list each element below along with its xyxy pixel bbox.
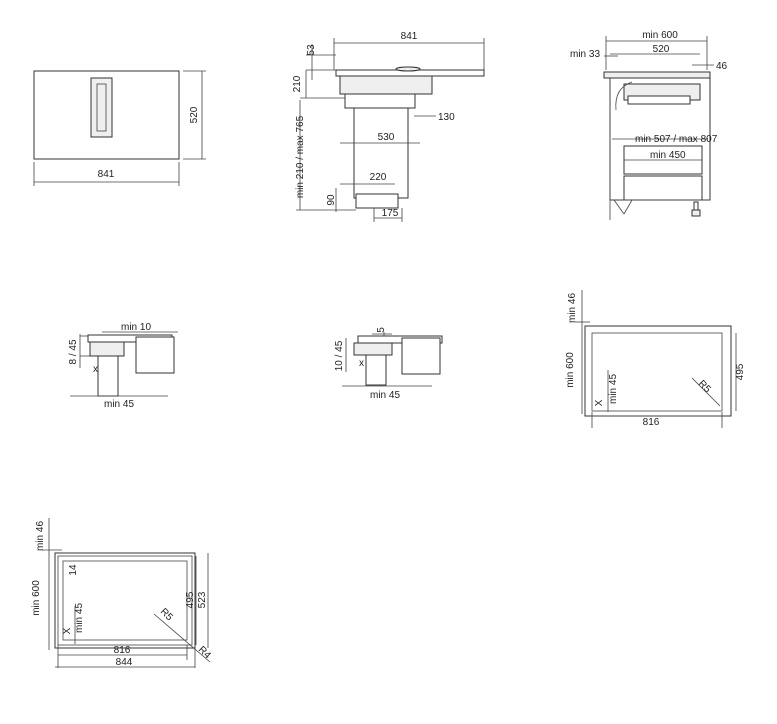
- cutout-a-depth-label: min 600: [565, 352, 576, 388]
- left-gap-label: min 33: [570, 49, 600, 60]
- cutout-a-top-label: min 46: [567, 293, 578, 323]
- cutout-b-inner: [62, 560, 188, 641]
- cutout-b-x-label: X: [62, 627, 73, 634]
- cutout-a-height-label: 495: [735, 363, 746, 380]
- detail-b-top-label: 5: [376, 327, 387, 333]
- width-label: 841: [98, 169, 115, 180]
- cutout-a-x-label: X: [594, 399, 605, 406]
- detail-a-bottom-label: min 45: [104, 399, 134, 410]
- cutout-a-outer: [584, 325, 732, 417]
- glass-label: 53: [306, 44, 317, 56]
- cutout-b-edge-label: min 45: [74, 603, 85, 633]
- detail-a: min 10 8 / 45 x min 45: [68, 322, 178, 410]
- top-view: 520 841: [33, 70, 206, 186]
- cutout-a-width-label: 816: [643, 417, 660, 428]
- cabinet-view: min 600 520 min 33 46 min 507 / max 807 …: [570, 30, 728, 220]
- hob-body: [339, 75, 433, 95]
- detail-a-x-label: x: [93, 364, 98, 375]
- detail-b: 5 10 / 45 x min 45: [334, 327, 443, 401]
- detail-b-hob: [357, 335, 443, 344]
- cutout-b-width-outer-label: 844: [116, 657, 133, 668]
- detail-a-top-label: min 10: [121, 322, 151, 333]
- detail-a-worktop: [89, 341, 125, 357]
- depth-label: 520: [189, 106, 200, 123]
- cutout-b-depth-label: min 600: [31, 580, 42, 616]
- inner-width-label: 520: [653, 44, 670, 55]
- duct: [353, 107, 409, 199]
- detail-a-height-label: 8 / 45: [68, 339, 79, 364]
- cutout-b-height-outer-label: 523: [197, 591, 208, 608]
- detail-b-height-label: 10 / 45: [334, 340, 345, 371]
- cutout-a-edge-label: min 45: [608, 374, 619, 404]
- worktop: [603, 71, 711, 79]
- height-range-label: min 210 / max 765: [295, 115, 306, 198]
- side-width-label: 841: [401, 31, 418, 42]
- outer-width-label: min 600: [642, 30, 678, 41]
- side-view: 841 53 210 min 210 / max 765 130 530 220…: [292, 31, 485, 222]
- detail-b-worktop: [353, 342, 393, 356]
- outlet-height-label: 90: [326, 194, 337, 206]
- cutout-a: min 46 min 600 495 R5 X min 45 816: [565, 290, 746, 428]
- cutout-b-height-inner-label: 495: [185, 591, 196, 608]
- cutout-b-radius-outer-label: R4: [196, 644, 213, 661]
- detail-b-x-label: x: [359, 358, 364, 369]
- drawer-range-label: min 507 / max 807: [635, 134, 718, 145]
- outlet-depth-label: 175: [382, 208, 399, 219]
- unit-height-label: 210: [292, 75, 303, 92]
- cutout-b: min 46 min 600 14 495 523 R5 R4 X min 45…: [31, 518, 213, 668]
- duct-width-label: 530: [378, 132, 395, 143]
- outlet: [355, 193, 399, 209]
- cutout-b-rim-label: 14: [68, 564, 79, 576]
- offset-label: 130: [438, 112, 455, 123]
- drawer-depth-label: min 450: [650, 150, 686, 161]
- cutout-b-outer: [54, 552, 196, 649]
- extractor-vent: [90, 77, 113, 138]
- detail-b-bottom-label: min 45: [370, 390, 400, 401]
- cutout-a-inner: [591, 332, 723, 412]
- top-gap-label: 46: [716, 61, 728, 72]
- cutout-b-width-inner-label: 816: [114, 645, 131, 656]
- cutout-b-top-label: min 46: [35, 521, 46, 551]
- outlet-width-label: 220: [370, 172, 387, 183]
